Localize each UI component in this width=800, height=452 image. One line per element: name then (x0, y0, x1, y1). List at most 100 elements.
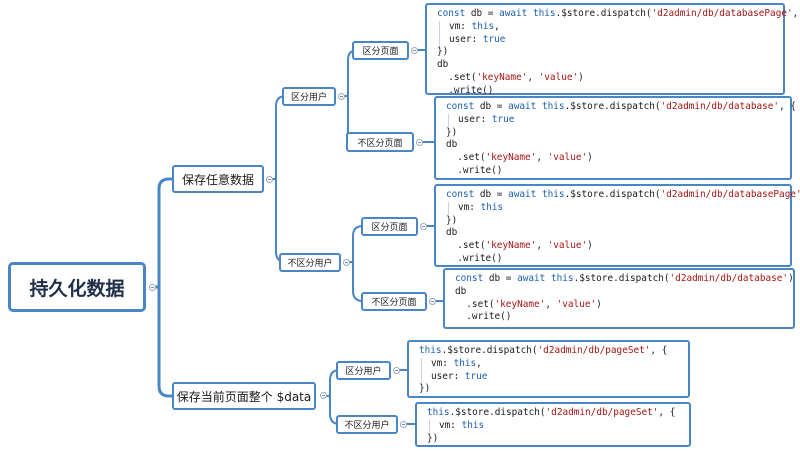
collapse-toggle-icon[interactable] (416, 139, 423, 146)
code-snippet-pageset-user[interactable]: this.$store.dispatch('d2admin/db/pageSet… (407, 340, 690, 398)
code-string: 'value' (538, 71, 579, 83)
code-text: db (455, 285, 467, 297)
code-keyword: await (508, 189, 537, 200)
code-string: 'keyName' (476, 71, 528, 83)
code-text: .$store.dispatch( (564, 101, 661, 112)
code-keyword: const (437, 8, 466, 19)
collapse-toggle-icon[interactable] (343, 259, 350, 266)
collapse-toggle-icon[interactable] (338, 93, 345, 100)
code-keyword: this (551, 273, 574, 284)
code-text: , (536, 152, 548, 164)
collapse-toggle-icon[interactable] (420, 223, 427, 230)
code-line: const db = await this.$store.dispatch('d… (446, 189, 800, 202)
code-keyword: this (461, 419, 485, 431)
topic-not-page-specific[interactable]: 不区分页面 (346, 132, 414, 152)
root-topic[interactable]: 持久化数据 (8, 262, 146, 312)
code-text: , (527, 71, 539, 83)
collapse-toggle-icon[interactable] (320, 392, 327, 399)
code-line: const db = await this.$store.dispatch('d… (455, 273, 794, 286)
code-snippet-database-page[interactable]: const db = await this.$store.dispatch('d… (434, 184, 800, 267)
collapse-toggle-icon[interactable] (266, 176, 273, 183)
code-text: ) (578, 71, 584, 83)
code-line: this.$store.dispatch('d2admin/db/pageSet… (419, 345, 682, 358)
code-line: const db = await this.$store.dispatch('d… (446, 101, 796, 114)
topic-user-specific[interactable]: 区分用户 (282, 87, 336, 106)
collapse-toggle-icon[interactable] (429, 298, 436, 305)
code-line: .set('keyName', 'value') (446, 152, 784, 165)
code-keyword: this (419, 345, 442, 356)
code-keyword: const (455, 273, 484, 284)
code-text: ) (596, 298, 602, 310)
code-text: .set( (455, 298, 495, 310)
collapse-toggle-icon[interactable] (400, 421, 407, 428)
collapse-toggle-icon[interactable] (411, 47, 418, 54)
code-text: ) (788, 273, 794, 284)
indent-guide (421, 357, 431, 371)
code-text: }) (427, 432, 439, 444)
code-text: , { (650, 345, 668, 356)
topic-page-specific[interactable]: 区分页面 (352, 41, 409, 60)
code-keyword: true (491, 113, 515, 125)
code-keyword: this (480, 201, 504, 213)
code-snippet-database-page-user[interactable]: const db = await this.$store.dispatch('d… (425, 3, 798, 96)
code-text: vm: (439, 419, 462, 431)
code-text: , (494, 20, 500, 32)
code-text: .$store.dispatch( (573, 273, 670, 284)
code-string: 'd2admin/db/pageSet' (545, 407, 659, 418)
code-line: user: true (446, 113, 784, 127)
code-text: .set( (446, 152, 486, 164)
topic-not-user-specific[interactable]: 不区分用户 (279, 253, 341, 272)
connector-line (270, 95, 287, 180)
code-line: this.$store.dispatch('d2admin/db/pageSet… (427, 407, 683, 420)
code-line: }) (446, 127, 784, 140)
code-text: }) (437, 46, 449, 58)
code-string: 'keyName' (494, 298, 546, 310)
code-line: user: true (437, 33, 777, 47)
code-line: db (437, 59, 777, 72)
topic-user-specific-pagedata[interactable]: 区分用户 (336, 361, 391, 380)
connector-line (153, 177, 172, 289)
code-line: .set('keyName', 'value') (437, 72, 777, 85)
code-string: 'keyName' (485, 240, 537, 252)
code-string: 'value' (556, 298, 597, 310)
code-text: .$store.dispatch( (564, 189, 661, 200)
indent-guide (448, 201, 458, 215)
topic-save-page-data[interactable]: 保存当前页面整个 $data (172, 382, 316, 410)
code-line: vm: this, (419, 357, 682, 371)
code-text: db = (483, 273, 518, 284)
collapse-toggle-icon[interactable] (149, 284, 156, 291)
code-line: vm: this (427, 419, 683, 433)
code-keyword: this (533, 8, 556, 19)
code-text: , (476, 357, 482, 369)
code-text: }) (446, 214, 458, 226)
code-text: db = (465, 8, 500, 19)
code-string: 'd2admin/db/pageSet' (537, 345, 651, 356)
code-line: vm: this (446, 201, 784, 215)
code-keyword: this (453, 357, 477, 369)
code-snippet-database[interactable]: const db = await this.$store.dispatch('d… (443, 268, 795, 329)
code-string: 'd2admin/db/database' (660, 101, 780, 112)
topic-save-any-data[interactable]: 保存任意数据 (172, 165, 264, 193)
code-line: db (446, 227, 784, 240)
code-line: vm: this, (437, 20, 777, 34)
indent-guide (439, 20, 449, 34)
code-text: .write() (437, 84, 494, 96)
code-line: const db = await this.$store.dispatch('d… (437, 8, 798, 21)
code-snippet-pageset[interactable]: this.$store.dispatch('d2admin/db/pageSet… (415, 402, 691, 447)
code-text: user: (449, 33, 483, 45)
topic-page-specific-2[interactable]: 区分页面 (361, 217, 418, 236)
code-string: 'd2admin/db/database' (669, 273, 789, 284)
collapse-toggle-icon[interactable] (393, 367, 400, 374)
code-line: .write() (455, 311, 787, 324)
code-text: vm: (431, 357, 454, 369)
code-snippet-database-user[interactable]: const db = await this.$store.dispatch('d… (434, 96, 796, 180)
code-text: .set( (437, 71, 477, 83)
code-text: user: (458, 113, 492, 125)
code-text: db (446, 139, 458, 151)
code-line: db (446, 139, 784, 152)
topic-not-user-specific-pagedata[interactable]: 不区分用户 (336, 415, 398, 434)
code-line: .write() (446, 253, 784, 266)
code-keyword: const (446, 189, 475, 200)
topic-not-page-specific-2[interactable]: 不区分页面 (361, 292, 427, 311)
code-string: 'value' (547, 240, 588, 252)
